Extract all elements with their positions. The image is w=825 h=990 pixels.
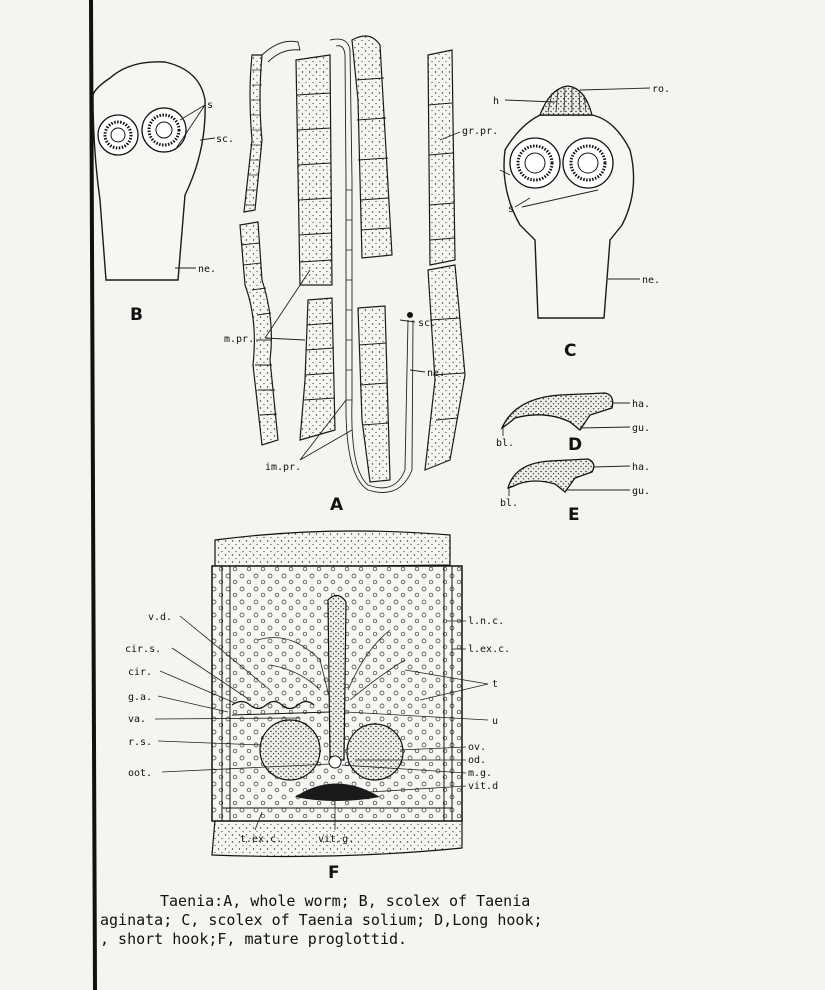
f-label-u: u (492, 716, 498, 727)
f-label-t: t (492, 679, 498, 690)
e-label-ha: ha. (632, 462, 650, 473)
f-label-vd: v.d. (148, 612, 172, 623)
b-label-s: s (207, 100, 213, 111)
figure-caption: Taenia:A, whole worm; B, scolex of Taeni… (100, 892, 543, 948)
f-label-vitd: vit.d (468, 781, 498, 792)
f-label-ov: ov. (468, 742, 486, 753)
e-label-gu: gu. (632, 486, 650, 497)
f-label-od: od. (468, 755, 486, 766)
panel-c-letter: C (564, 341, 576, 361)
e-label-bl: bl. (500, 498, 518, 509)
caption-line-1: Taenia:A, whole worm; B, scolex of Taeni… (160, 892, 530, 910)
c-label-h: h (493, 96, 499, 107)
c-label-ro: ro. (652, 84, 670, 95)
f-label-cir: cir. (128, 667, 152, 678)
f-label-mg: m.g. (468, 768, 492, 779)
f-label-vitg: vit.g. (318, 834, 354, 845)
caption-line-2: aginata; C, scolex of Taenia solium; D,L… (100, 911, 543, 929)
c-label-s: s (508, 204, 514, 215)
f-label-lnc: l.n.c. (468, 616, 504, 627)
f-label-rs: r.s. (128, 737, 152, 748)
d-label-gu: gu. (632, 423, 650, 434)
panel-a-letter: A (330, 495, 344, 515)
f-label-va: va. (128, 714, 146, 725)
a-label-ne: ne. (427, 368, 445, 379)
panel-c-scolex: h ro. s ne. C (493, 84, 670, 361)
f-label-lexc: l.ex.c. (468, 644, 510, 655)
panel-f-letter: F (328, 863, 340, 883)
c-label-ne: ne. (642, 275, 660, 286)
panel-e-short-hook: ha. gu. bl. E (500, 459, 650, 525)
panel-e-letter: E (568, 505, 580, 525)
panel-d-letter: D (568, 435, 582, 455)
panel-b-letter: B (130, 305, 143, 325)
caption-line-3: , short hook;F, mature proglottid. (100, 930, 407, 948)
panel-b-scolex: s sc. ne. B (93, 62, 234, 325)
b-label-ne: ne. (198, 264, 216, 275)
d-label-ha: ha. (632, 399, 650, 410)
a-label-gr-pr: gr.pr. (462, 126, 498, 137)
d-label-bl: bl. (496, 438, 514, 449)
a-label-sc: sc. (418, 318, 436, 329)
a-label-m-pr: m.pr. (224, 334, 254, 345)
f-label-texc: t.ex.c. (240, 834, 282, 845)
f-label-oot: oot. (128, 768, 152, 779)
panel-a-whole-worm: gr.pr. sc. ne. m.pr. im.pr. A (224, 36, 498, 515)
panel-f-proglottid: v.d. cir.s. cir. g.a. va. r.s. oot. l.n.… (125, 531, 510, 883)
b-label-sc: sc. (216, 134, 234, 145)
a-label-im-pr: im.pr. (265, 462, 301, 473)
panel-d-long-hook: ha. gu. bl. D (496, 393, 650, 455)
f-label-cir-s: cir.s. (125, 644, 161, 655)
f-label-ga: g.a. (128, 692, 152, 703)
